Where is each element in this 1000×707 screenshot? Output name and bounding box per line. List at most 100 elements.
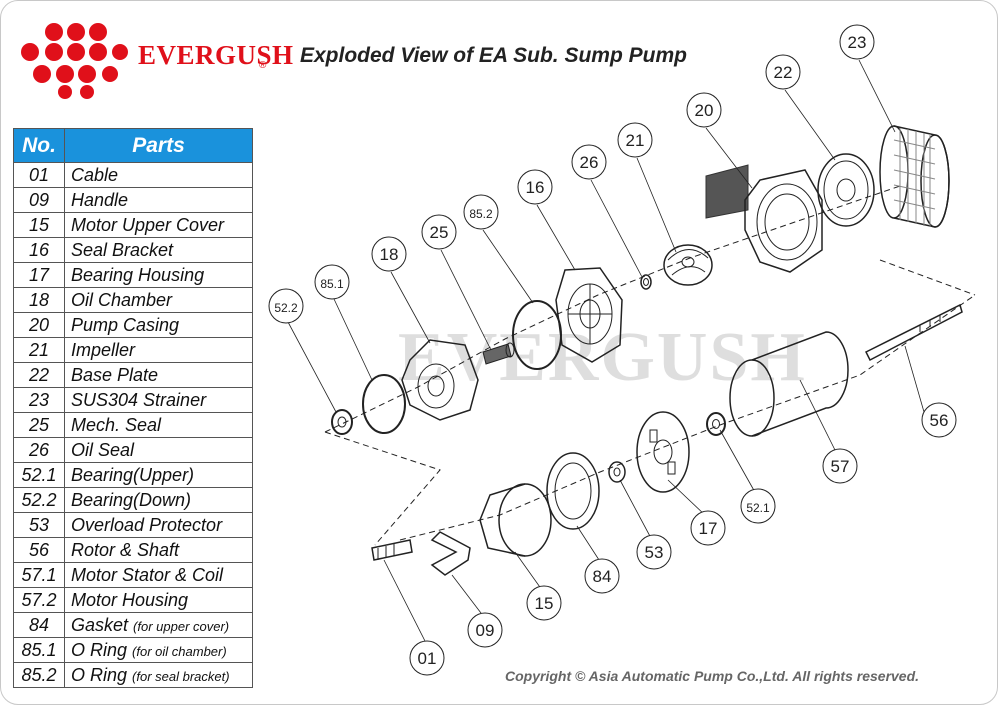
part-note: (for oil chamber) xyxy=(132,643,227,659)
part-name-cell: Bearing(Down) xyxy=(64,487,253,513)
bearing-upper-part xyxy=(706,412,726,436)
part-name-cell: O Ring (for seal bracket) xyxy=(64,662,253,688)
callout-label: 20 xyxy=(695,101,714,120)
part-name: Bearing Housing xyxy=(71,264,205,285)
callout-bubble: 52.1 xyxy=(740,488,776,524)
callout-bubble: 56 xyxy=(921,402,957,438)
part-name-cell: Motor Upper Cover xyxy=(64,212,253,238)
callout-label: 56 xyxy=(930,411,949,430)
callout-circle xyxy=(765,54,801,90)
part-number: 23 xyxy=(13,387,65,413)
assembly-axis-lower xyxy=(399,294,976,541)
part-name: Rotor & Shaft xyxy=(71,539,180,560)
callout-label: 22 xyxy=(774,63,793,82)
callout-label: 16 xyxy=(526,178,545,197)
part-name: SUS304 Strainer xyxy=(71,389,207,410)
copyright-notice: Copyright © Asia Automatic Pump Co.,Ltd.… xyxy=(505,668,920,684)
callout-circle xyxy=(822,448,858,484)
callout-bubble: 85.2 xyxy=(463,194,499,230)
part-number: 57.2 xyxy=(13,587,65,613)
callout-circle xyxy=(467,612,503,648)
part-number: 85.2 xyxy=(13,662,65,688)
overload-protector-part xyxy=(608,461,626,483)
pump-casing-part xyxy=(705,164,823,273)
part-name: Motor Stator & Coil xyxy=(71,564,224,585)
callout-label: 52.2 xyxy=(274,301,298,315)
callout-label: 52.1 xyxy=(746,501,770,515)
callout-bubble: 21 xyxy=(617,122,653,158)
part-note: (for upper cover) xyxy=(133,618,230,634)
callout-circle xyxy=(617,122,653,158)
part-number: 85.1 xyxy=(13,637,65,663)
page-title: Exploded View of EA Sub. Sump Pump xyxy=(300,44,687,67)
motor-housing-part xyxy=(729,331,849,437)
part-name: Pump Casing xyxy=(71,314,180,335)
part-name-cell: Overload Protector xyxy=(64,512,253,538)
part-name-cell: SUS304 Strainer xyxy=(64,387,253,413)
assembly-frame xyxy=(324,431,441,546)
callout-circle xyxy=(584,558,620,594)
part-name-cell: Motor Stator & Coil xyxy=(64,562,253,588)
callout-label: 57 xyxy=(831,457,850,476)
callout-circle xyxy=(463,194,499,230)
part-name-cell: Motor Housing xyxy=(64,587,253,613)
callout-bubble: 57 xyxy=(822,448,858,484)
part-number: 17 xyxy=(13,262,65,288)
callout-label: 26 xyxy=(580,153,599,172)
callout-label: 85.1 xyxy=(320,277,344,291)
part-name-cell: Bearing Housing xyxy=(64,262,253,288)
part-name-cell: Cable xyxy=(64,162,253,188)
impeller-part xyxy=(663,244,713,286)
callout-label: 01 xyxy=(418,649,437,668)
part-name: Base Plate xyxy=(71,364,159,385)
callout-label: 23 xyxy=(848,33,867,52)
part-name: Oil Seal xyxy=(71,439,135,460)
callout-bubble: 53 xyxy=(636,534,672,570)
assembly-axis-upper xyxy=(324,185,901,433)
bearing-down-part xyxy=(331,409,353,435)
callout-label: 09 xyxy=(476,621,495,640)
part-name-cell: Mech. Seal xyxy=(64,412,253,438)
part-name: Mech. Seal xyxy=(71,414,162,435)
base-plate-part xyxy=(817,153,875,227)
callout-bubble: 22 xyxy=(765,54,801,90)
part-name-cell: Bearing(Upper) xyxy=(64,462,253,488)
callout-circle xyxy=(636,534,672,570)
cable-part xyxy=(371,539,413,561)
callout-bubble: 85.1 xyxy=(314,264,350,300)
part-name-cell: Oil Chamber xyxy=(64,287,253,313)
part-name-cell: Gasket (for upper cover) xyxy=(64,612,253,638)
callout-label: 18 xyxy=(380,245,399,264)
callout-label: 15 xyxy=(535,594,554,613)
callout-circle xyxy=(314,264,350,300)
callout-bubble: 25 xyxy=(421,214,457,250)
callout-bubble: 84 xyxy=(584,558,620,594)
callout-label: 21 xyxy=(626,131,645,150)
part-name: Motor Upper Cover xyxy=(71,214,225,235)
handle-part xyxy=(430,531,471,576)
part-name-cell: Handle xyxy=(64,187,253,213)
assembly-axis-right xyxy=(879,259,976,296)
part-name: Handle xyxy=(71,189,129,210)
callout-bubble: 52.2 xyxy=(268,288,304,324)
gasket-part xyxy=(546,452,600,530)
callout-circle xyxy=(517,169,553,205)
callout-circle xyxy=(921,402,957,438)
part-name: O Ring xyxy=(71,664,128,685)
part-name: Overload Protector xyxy=(71,514,223,535)
callout-bubble: 23 xyxy=(839,24,875,60)
oil-seal-part xyxy=(640,274,652,290)
table-row: 53 Overload Protector xyxy=(13,512,253,538)
callout-bubble: 26 xyxy=(571,144,607,180)
part-name: Bearing(Upper) xyxy=(71,464,195,485)
part-number: 53 xyxy=(13,512,65,538)
strainer-part xyxy=(879,125,950,228)
oil-chamber-part xyxy=(401,339,479,421)
